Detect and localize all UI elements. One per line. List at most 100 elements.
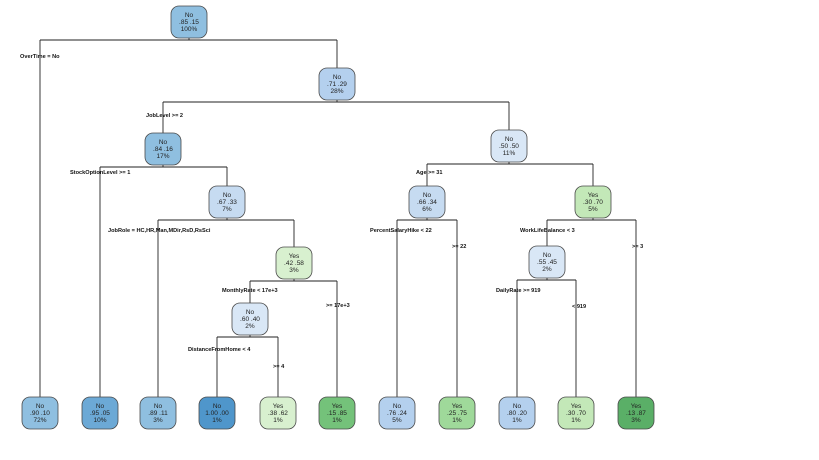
- node-percent: 1%: [273, 417, 283, 424]
- split-node: No.55 .452%: [528, 245, 566, 279]
- split-condition-label: Age >= 31: [416, 170, 442, 176]
- node-percent: 2%: [245, 323, 255, 330]
- node-probabilities: .80 .20: [507, 410, 527, 417]
- split-condition-label: >= 17e+3: [326, 303, 350, 309]
- node-probabilities: .76 .24: [387, 410, 407, 417]
- node-class-label: Yes: [332, 403, 343, 410]
- leaf-node: No.76 .245%: [378, 396, 416, 430]
- node-class-label: No: [159, 139, 168, 146]
- node-class-label: No: [223, 192, 232, 199]
- node-box: [275, 246, 313, 280]
- node-probabilities: .42 .58: [284, 260, 304, 267]
- node-class-label: Yes: [273, 403, 284, 410]
- split-condition-label: JobRole = HC,HR,Man,MDir,RsD,RsSci: [108, 228, 211, 234]
- leaf-node: No1.00 .001%: [198, 396, 236, 430]
- split-condition-label: PercentSalaryHike < 22: [370, 228, 432, 234]
- node-box: [198, 396, 236, 430]
- node-percent: 17%: [156, 153, 169, 160]
- node-class-label: No: [505, 136, 514, 143]
- split-condition-label: StockOptionLevel >= 1: [70, 170, 130, 176]
- node-probabilities: .30 .70: [566, 410, 586, 417]
- node-probabilities: .85 .15: [179, 19, 199, 26]
- node-percent: 1%: [212, 417, 222, 424]
- node-class-label: Yes: [289, 253, 300, 260]
- split-condition-label: OverTime = No: [20, 54, 60, 60]
- node-probabilities: .30 .70: [583, 199, 603, 206]
- node-class-label: No: [333, 74, 342, 81]
- split-condition-label: JobLevel >= 2: [146, 113, 183, 119]
- node-percent: 10%: [93, 417, 106, 424]
- node-percent: 5%: [392, 417, 402, 424]
- node-probabilities: .15 .85: [327, 410, 347, 417]
- node-class-label: Yes: [631, 403, 642, 410]
- leaf-node: Yes.38 .621%: [259, 396, 297, 430]
- node-box: [81, 396, 119, 430]
- node-box: [498, 396, 536, 430]
- leaf-node: Yes.15 .851%: [318, 396, 356, 430]
- split-condition-label: >= 4: [273, 364, 285, 370]
- node-probabilities: .55 .45: [537, 259, 557, 266]
- node-percent: 3%: [631, 417, 641, 424]
- node-box: [574, 185, 612, 219]
- node-class-label: No: [513, 403, 522, 410]
- node-box: [378, 396, 416, 430]
- node-box: [408, 185, 446, 219]
- node-probabilities: .66 .34: [417, 199, 437, 206]
- leaf-node: Yes.25 .751%: [438, 396, 476, 430]
- split-node: No.60 .402%: [231, 302, 269, 336]
- node-box: [144, 132, 182, 166]
- split-condition-label: MonthlyRate < 17e+3: [222, 288, 278, 294]
- split-node: Yes.30 .705%: [574, 185, 612, 219]
- node-class-label: No: [213, 403, 222, 410]
- node-percent: 3%: [153, 417, 163, 424]
- node-class-label: Yes: [588, 192, 599, 199]
- node-class-label: Yes: [452, 403, 463, 410]
- split-node: No.66 .346%: [408, 185, 446, 219]
- node-box: [259, 396, 297, 430]
- node-probabilities: .67 .33: [217, 199, 237, 206]
- node-probabilities: .89 .11: [148, 410, 168, 417]
- node-percent: 3%: [289, 267, 299, 274]
- node-probabilities: .25 .75: [447, 410, 467, 417]
- node-box: [617, 396, 655, 430]
- node-box: [557, 396, 595, 430]
- node-class-label: No: [423, 192, 432, 199]
- leaf-node: No.80 .201%: [498, 396, 536, 430]
- node-box: [528, 245, 566, 279]
- node-box: [438, 396, 476, 430]
- node-box: [318, 396, 356, 430]
- leaf-node: Yes.13 .873%: [617, 396, 655, 430]
- split-node: No.67 .337%: [208, 185, 246, 219]
- node-probabilities: .13 .87: [626, 410, 646, 417]
- node-class-label: Yes: [571, 403, 582, 410]
- node-probabilities: .95 .05: [90, 410, 110, 417]
- node-percent: 1%: [571, 417, 581, 424]
- node-box: [21, 396, 59, 430]
- node-percent: 2%: [542, 266, 552, 273]
- node-probabilities: .38 .62: [268, 410, 288, 417]
- split-node: Yes.42 .583%: [275, 246, 313, 280]
- node-probabilities: .60 .40: [240, 316, 260, 323]
- node-class-label: No: [393, 403, 402, 410]
- node-probabilities: 1.00 .00: [205, 410, 229, 417]
- node-probabilities: .90 .10: [30, 410, 50, 417]
- node-box: [208, 185, 246, 219]
- node-probabilities: .50 .50: [499, 143, 519, 150]
- tree-edges: [39, 38, 637, 397]
- node-class-label: No: [185, 12, 194, 19]
- node-percent: 5%: [588, 206, 598, 213]
- node-percent: 28%: [330, 88, 343, 95]
- node-percent: 7%: [222, 206, 232, 213]
- node-probabilities: .71 .29: [327, 81, 347, 88]
- node-box: [170, 5, 208, 39]
- node-percent: 72%: [33, 417, 46, 424]
- split-condition-label: WorkLifeBalance < 3: [520, 228, 575, 234]
- node-box: [318, 67, 356, 101]
- leaf-node: Yes.30 .701%: [557, 396, 595, 430]
- split-condition-label: DistanceFromHome < 4: [188, 347, 251, 353]
- split-condition-label: >= 3: [632, 244, 643, 250]
